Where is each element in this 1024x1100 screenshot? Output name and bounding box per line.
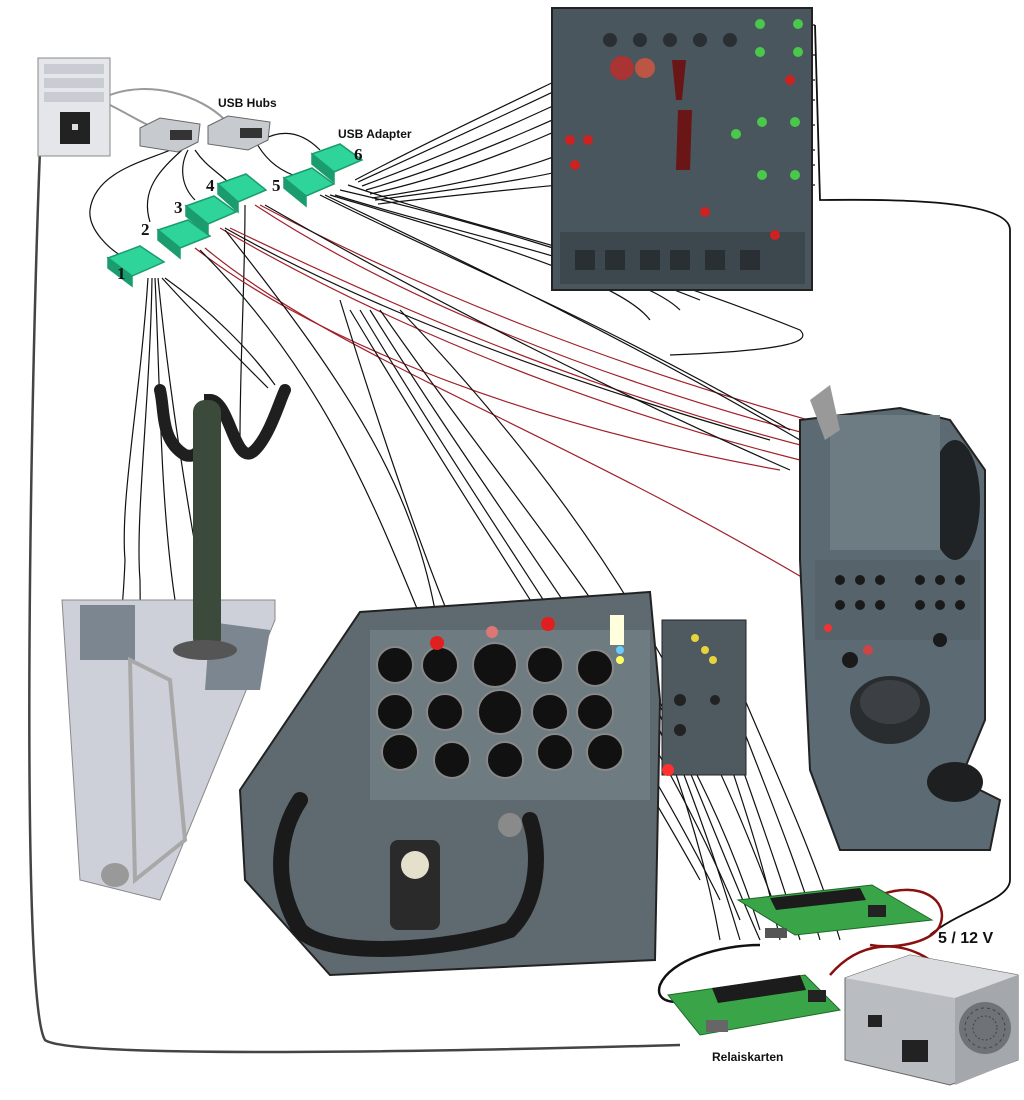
usb-hubs-label: USB Hubs <box>218 96 277 110</box>
relay-board-icon <box>736 884 934 938</box>
adapter-number-2: 2 <box>141 220 150 239</box>
control-column-pedals <box>61 384 291 901</box>
overhead-panel <box>551 7 813 291</box>
computer-tower-icon <box>37 57 111 157</box>
annunciator-panel <box>661 619 747 776</box>
usb-adapter-label: USB Adapter <box>338 127 412 141</box>
relay-cards-label: Relaiskarten <box>712 1050 784 1064</box>
power-supply-icon <box>844 954 1019 1086</box>
usb-adapters <box>106 143 364 288</box>
main-instrument-panel <box>238 590 662 977</box>
relay-board-icon <box>667 974 842 1036</box>
adapter-number-3: 3 <box>174 198 183 217</box>
voltage-label: 5 / 12 V <box>938 930 994 947</box>
throttle-console <box>799 385 1002 851</box>
usb-hub-icon <box>207 115 271 151</box>
adapter-number-4: 4 <box>206 176 215 195</box>
usb-hub-icon <box>139 117 201 153</box>
adapter-number-1: 1 <box>117 264 126 283</box>
adapter-number-6: 6 <box>354 145 363 164</box>
adapter-number-5: 5 <box>272 176 281 195</box>
